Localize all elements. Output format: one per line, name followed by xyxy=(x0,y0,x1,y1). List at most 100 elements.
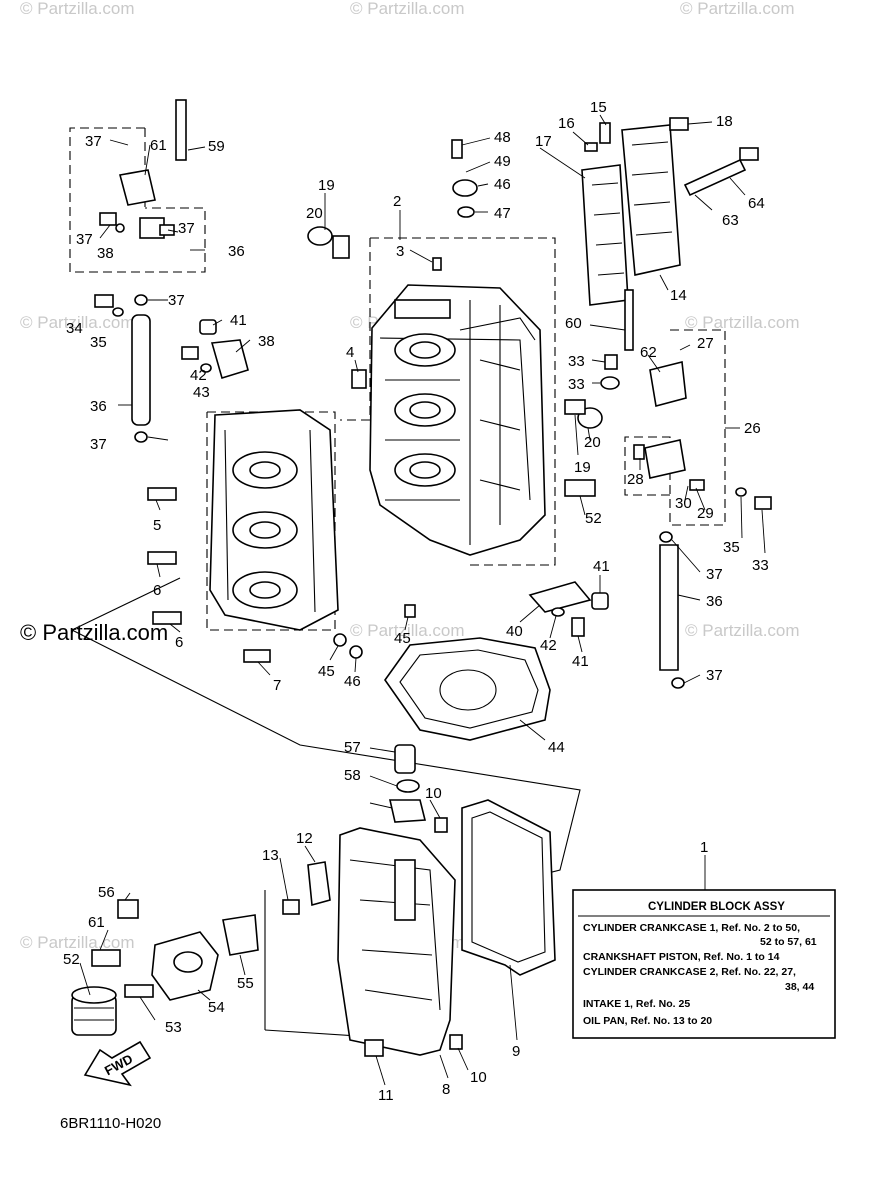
info-box-line: CRANKSHAFT PISTON, Ref. No. 1 to 14 xyxy=(583,951,780,963)
callout: 8 xyxy=(442,1081,450,1098)
callout: 58 xyxy=(344,767,361,784)
callout: 20 xyxy=(584,434,601,451)
callout: 14 xyxy=(670,287,687,304)
callout: 62 xyxy=(640,344,657,361)
info-box-line: CYLINDER CRANKCASE 2, Ref. No. 22, 27, xyxy=(583,966,796,978)
callout: 46 xyxy=(344,673,361,690)
callout: 18 xyxy=(716,113,733,130)
callout: 26 xyxy=(744,420,761,437)
callout: 52 xyxy=(585,510,602,527)
callout: 16 xyxy=(558,115,575,132)
callout: 37 xyxy=(706,667,723,684)
callout: 9 xyxy=(512,1043,520,1060)
callout: 37 xyxy=(168,292,185,309)
callout: 37 xyxy=(90,436,107,453)
crankcase-2 xyxy=(209,409,339,631)
callout: 33 xyxy=(568,376,585,393)
callout: 20 xyxy=(306,205,323,222)
watermark: © Partzilla.com xyxy=(20,0,135,18)
callout: 41 xyxy=(572,653,589,670)
callout: 1 xyxy=(700,839,708,856)
info-box-line: 38, 44 xyxy=(785,981,814,993)
callout: 33 xyxy=(568,353,585,370)
callout: 10 xyxy=(425,785,442,802)
callout: 54 xyxy=(208,999,225,1016)
callout: 35 xyxy=(723,539,740,556)
callout: 27 xyxy=(697,335,714,352)
callout: 6 xyxy=(153,582,161,599)
callout: 37 xyxy=(178,220,195,237)
callout: 48 xyxy=(494,129,511,146)
watermark: © Partzilla.com xyxy=(685,313,800,332)
cylinder-block xyxy=(369,284,546,556)
callout: 60 xyxy=(565,315,582,332)
watermark: © Partzilla.com xyxy=(350,621,465,640)
info-box-title: CYLINDER BLOCK ASSY xyxy=(648,901,785,913)
callout: 15 xyxy=(590,99,607,116)
watermark: © Partzilla.com xyxy=(680,0,795,18)
callout: 49 xyxy=(494,153,511,170)
watermark: © Partzilla.com xyxy=(20,313,135,332)
watermark: © Partzilla.com xyxy=(20,933,135,952)
callout: 53 xyxy=(165,1019,182,1036)
callout: 35 xyxy=(90,334,107,351)
callout: 13 xyxy=(262,847,279,864)
callout: 43 xyxy=(193,384,210,401)
callout: 59 xyxy=(208,138,225,155)
callout: 34 xyxy=(66,320,83,337)
callout: 37 xyxy=(76,231,93,248)
watermark: © Partzilla.com xyxy=(350,0,465,18)
callout: 57 xyxy=(344,739,361,756)
callout: 40 xyxy=(506,623,523,640)
callout: 46 xyxy=(494,176,511,193)
fwd-arrow: FWD xyxy=(83,1040,152,1087)
watermark: © Partzilla.com xyxy=(685,621,800,640)
callout: 42 xyxy=(190,367,207,384)
callout: 12 xyxy=(296,830,313,847)
callout: 36 xyxy=(90,398,107,415)
oil-pan-gasket xyxy=(461,799,556,976)
gasket xyxy=(384,637,551,741)
callout: 52 xyxy=(63,951,80,968)
callout: 28 xyxy=(627,471,644,488)
info-box-line: INTAKE 1, Ref. No. 25 xyxy=(583,998,690,1010)
callout: 10 xyxy=(470,1069,487,1086)
oil-filter-assembly xyxy=(71,914,259,1036)
callout: 44 xyxy=(548,739,565,756)
callout: 2 xyxy=(393,193,401,210)
leader-lines xyxy=(79,114,766,1086)
info-box: CYLINDER BLOCK ASSY CYLINDER CRANKCASE 1… xyxy=(572,889,836,1039)
callout: 37 xyxy=(706,566,723,583)
callout: 36 xyxy=(228,243,245,260)
callout: 5 xyxy=(153,517,161,534)
info-box-line: 52 to 57, 61 xyxy=(760,936,817,948)
callout: 3 xyxy=(396,243,404,260)
callout: 41 xyxy=(593,558,610,575)
callout: 63 xyxy=(722,212,739,229)
info-box-line: CYLINDER CRANKCASE 1, Ref. No. 2 to 50, xyxy=(583,922,800,934)
callout: 41 xyxy=(230,312,247,329)
callout: 37 xyxy=(85,133,102,150)
callout: 29 xyxy=(697,505,714,522)
callout: 55 xyxy=(237,975,254,992)
callout: 56 xyxy=(98,884,115,901)
callout: 47 xyxy=(494,205,511,222)
callout: 42 xyxy=(540,637,557,654)
callout: 61 xyxy=(88,914,105,931)
callout: 38 xyxy=(97,245,114,262)
callout: 33 xyxy=(752,557,769,574)
callout: 36 xyxy=(706,593,723,610)
callout-numbers: 37 61 59 37 36 37 38 37 34 35 36 37 41 3… xyxy=(63,99,769,1104)
callout: 6 xyxy=(175,634,183,651)
callout: 7 xyxy=(273,677,281,694)
callout: 4 xyxy=(346,344,354,361)
callout: 38 xyxy=(258,333,275,350)
info-box-line: OIL PAN, Ref. No. 13 to 20 xyxy=(583,1015,712,1027)
callout: 19 xyxy=(574,459,591,476)
callout: 17 xyxy=(535,133,552,150)
callout: 61 xyxy=(150,137,167,154)
callout: 45 xyxy=(318,663,335,680)
pipes xyxy=(131,314,679,671)
diagram-code: 6BR1110-H020 xyxy=(60,1115,161,1132)
